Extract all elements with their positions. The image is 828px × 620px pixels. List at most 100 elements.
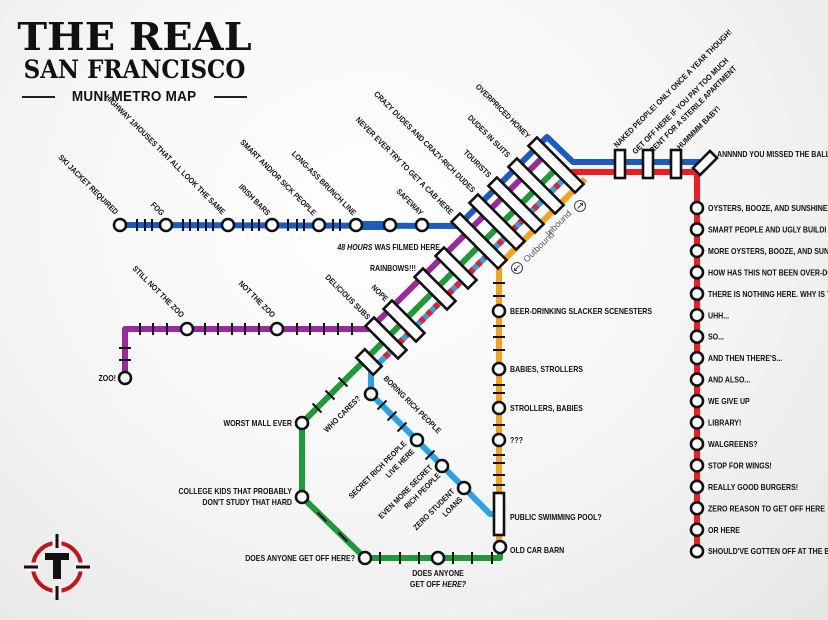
track-tick: [311, 402, 323, 414]
station-label: RAINBOWS!!!: [370, 264, 416, 274]
station-trunk: [381, 298, 427, 344]
station-trunk: [467, 192, 527, 252]
station-label: ???: [510, 436, 523, 446]
station-zoo: [117, 370, 133, 386]
station-label: SMART AND/OR SICK PEOPLE: [238, 138, 318, 218]
station-red: [689, 372, 705, 387]
station-ballpark: [691, 149, 719, 177]
purple-line: [122, 152, 548, 378]
outbound-arrow-icon-arrow: [514, 265, 520, 271]
station-label: IRISH BARS: [237, 182, 272, 217]
station-label: NOT THE ZOO: [237, 279, 278, 320]
subtitle: MUNI METRO MAP: [22, 88, 248, 105]
station-label: FOG: [149, 200, 167, 218]
station-who-cares: [363, 386, 379, 402]
station-red: [689, 265, 705, 280]
station-label: ZERO REASON TO GET OFF HERE: [708, 504, 825, 514]
logo-t-icon: [45, 553, 69, 579]
blue-line-thick-segment: [356, 221, 392, 230]
station-label: WORST MALL EVER: [223, 419, 292, 429]
italic-part: 48 HOURS: [336, 243, 372, 253]
track-tick: [337, 376, 349, 388]
station-not-the-zoo: [269, 321, 285, 337]
station-label: HOW HAS THIS NOT BEEN OVER-DO: [708, 268, 828, 278]
regular-part: WAS FILMED HERE: [372, 243, 440, 253]
station-red: [689, 436, 705, 452]
station-trunk: [433, 245, 479, 291]
station-trunk: [354, 347, 384, 377]
station-red: [689, 222, 705, 237]
station-orange: [491, 361, 507, 377]
station-label: BORING RICH PEOPLE: [381, 374, 443, 436]
station-trunk: [363, 315, 409, 361]
station-blue: [112, 217, 128, 233]
station-red: [689, 500, 705, 516]
station-public-swimming-pool: [492, 491, 506, 537]
station-label: UHH...: [708, 311, 729, 321]
station-red: [689, 415, 705, 430]
subtitle-rule-right: [213, 95, 248, 98]
station-label: DOES ANYONE: [412, 569, 464, 579]
station-zero-student: [456, 480, 472, 496]
station-red: [689, 307, 705, 323]
station-orange: [491, 303, 507, 319]
station-red: [689, 350, 705, 366]
station-orange: [491, 432, 507, 448]
station-label: HIGHWAY 1/HOUSES THAT ALL LOOK THE SAME: [103, 92, 227, 216]
station-orange: [491, 400, 507, 416]
station-does-anyone-2: [430, 550, 446, 566]
station-label: SHOULD'VE GOTTEN OFF AT THE B: [708, 547, 828, 557]
outbound-arrow-icon-ring: [511, 262, 523, 274]
station-red: [689, 458, 705, 473]
station-label-does-anyone-2: GET OFF HERE?: [410, 580, 467, 590]
station-red: [689, 243, 705, 259]
station-red: [689, 543, 705, 559]
station-label: WALGREENS?: [708, 440, 758, 450]
subtitle-text: MUNI METRO MAP: [72, 88, 197, 105]
station-label: PUBLIC SWIMMING POOL?: [510, 513, 602, 523]
station-label: LONG-ASS BRUNCH LINE: [290, 149, 359, 218]
station-label: SAFEWAY: [394, 187, 425, 218]
station-trunk: [449, 211, 509, 271]
track-tick: [424, 449, 436, 461]
station-red: [689, 286, 705, 302]
station-label: TOURISTS: [461, 148, 493, 180]
station-label: STOP FOR WINGS!: [708, 461, 772, 471]
station-trunk: [412, 266, 458, 312]
station-worst-mall: [294, 415, 310, 431]
station-top: [613, 148, 627, 180]
station-label: MORE OYSTERS, BOOZE, AND SUN: [708, 246, 828, 256]
station-label: REALLY GOOD BURGERS!: [708, 482, 798, 492]
italic-part: HERE?: [442, 580, 466, 590]
station-label: OYSTERS, BOOZE, AND SUNSHINE: [708, 204, 828, 214]
track-tick: [386, 410, 398, 422]
station-label: ANNNND YOU MISSED THE BALLPA: [717, 150, 828, 160]
station-blue: [382, 217, 398, 233]
station-label: SKI JACKET REQUIRED: [56, 153, 120, 217]
station-label: RENT FOR A STERILE APARTMENT: [647, 63, 738, 154]
station-red: [689, 329, 705, 345]
station-label: WE GIVE UP: [708, 397, 750, 407]
station-red: [689, 393, 705, 409]
station-red: [689, 200, 705, 216]
station-label: BABIES, STROLLERS: [510, 365, 583, 375]
station-blue: [414, 217, 430, 233]
inbound-arrow-icon-arrow: [577, 203, 583, 209]
station-label: DOES ANYONE GET OFF HERE?: [245, 554, 355, 564]
station-label: SMART PEOPLE AND UGLY BUILDI: [708, 225, 826, 235]
station-label: DON'T STUDY THAT HARD: [202, 498, 292, 508]
subtitle-rule-left: [22, 95, 56, 98]
station-label: STILL NOT THE ZOO: [130, 264, 186, 320]
inbound-arrow-icon-ring: [574, 200, 586, 212]
station-does-anyone-1: [357, 550, 373, 566]
station-label: AND ALSO...: [708, 375, 750, 385]
track-tick: [337, 531, 349, 543]
station-label: AND THEN THERE'S...: [708, 354, 782, 364]
station-trunk: [526, 135, 586, 195]
title-line-2: SAN FRANCISCO: [23, 55, 246, 84]
track-ticks: [119, 219, 505, 564]
outbound-arrow-icon: [511, 262, 523, 274]
title-line-1: THE REAL: [17, 14, 252, 59]
logo-crosshair-icon: [24, 534, 90, 600]
